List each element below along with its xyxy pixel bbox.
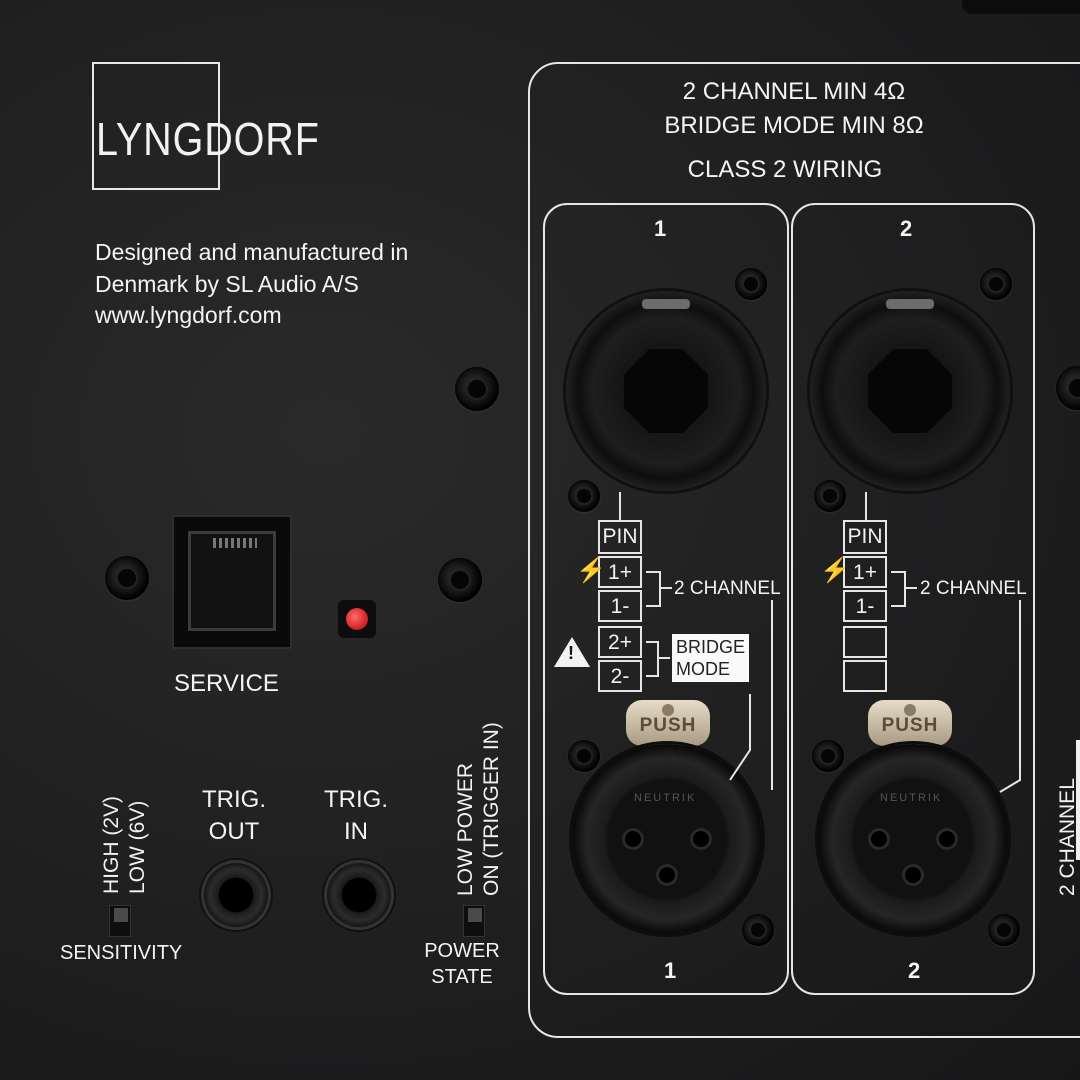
spec-line-1: 2 CHANNEL MIN 4Ω <box>682 78 906 105</box>
info-line-1: Designed and manufactured in <box>95 239 409 265</box>
lightning-bolt-icon: ⚡ <box>576 557 606 584</box>
xlr-pin <box>902 864 924 886</box>
channel-1-xlr-push-latch[interactable]: PUSH <box>626 700 710 746</box>
channel-2-speakon-connector[interactable] <box>810 291 1010 491</box>
channel-1-frame <box>543 203 789 995</box>
screw-icon <box>568 480 600 512</box>
bridge-mode-line-1: BRIDGE <box>676 637 746 657</box>
channel-1-top-number: 1 <box>654 216 667 241</box>
spec-line-2: BRIDGE MODE MIN 8Ω <box>664 112 924 139</box>
pin-cell: 2- <box>598 660 642 692</box>
trigger-in-jack[interactable] <box>324 860 394 930</box>
warning-triangle-icon: ! <box>554 637 590 667</box>
trig-in-label-1: TRIG. <box>324 786 388 813</box>
rj45-pins <box>213 538 257 548</box>
sensitivity-label: SENSITIVITY <box>60 942 183 964</box>
channel-2-xlr-connector[interactable]: NEUTRIK <box>818 744 1008 934</box>
screw-icon <box>438 558 482 602</box>
xlr-pin <box>622 828 644 850</box>
speakon-latch <box>642 299 690 309</box>
trig-out-label-2: OUT <box>208 818 260 845</box>
right-edge-label-strip <box>1076 740 1080 860</box>
xlr-pin <box>690 828 712 850</box>
speakon-latch <box>886 299 934 309</box>
screw-icon <box>988 914 1020 946</box>
logo-right: DORF <box>204 113 320 165</box>
service-port[interactable] <box>172 515 292 649</box>
xlr-pin <box>936 828 958 850</box>
trigger-out-jack[interactable] <box>201 860 271 930</box>
screw-icon <box>812 740 844 772</box>
speakon-core <box>624 349 708 433</box>
status-led <box>338 600 376 638</box>
pin-cell: 1+ <box>598 556 642 588</box>
connector-brand: NEUTRIK <box>634 792 697 804</box>
pin-cell: 1- <box>843 590 887 622</box>
screw-icon <box>105 556 149 600</box>
lightning-bolt-icon: ⚡ <box>820 557 850 584</box>
rj45-socket <box>188 531 276 631</box>
channel-2-two-channel-label: 2 CHANNEL <box>920 578 1027 599</box>
channel-1-bottom-number: 1 <box>664 958 677 983</box>
screw-icon <box>814 480 846 512</box>
channel-1-speakon-connector[interactable] <box>566 291 766 491</box>
service-label: SERVICE <box>174 670 279 697</box>
channel-1-xlr-connector[interactable]: NEUTRIK <box>572 744 762 934</box>
power-state-label-1: POWER <box>424 940 500 962</box>
logo: LYNGDORF <box>96 112 320 166</box>
trig-out-label-1: TRIG. <box>202 786 266 813</box>
pin-cell-empty <box>843 660 887 692</box>
bridge-mode-line-2: MODE <box>676 659 730 679</box>
pin-cell: 2+ <box>598 626 642 658</box>
pin-header-cell: PIN <box>598 520 642 554</box>
channel-1-two-channel-label: 2 CHANNEL <box>674 578 781 599</box>
top-edge-handle <box>962 0 1080 14</box>
xlr-pin <box>656 864 678 886</box>
trig-in-label-2: IN <box>344 818 368 845</box>
pin-header-cell: PIN <box>843 520 887 554</box>
screw-icon <box>568 740 600 772</box>
pin-cell-empty <box>843 626 887 658</box>
channel-2-top-number: 2 <box>900 216 913 241</box>
channel-2-frame <box>791 203 1035 995</box>
info-line-2: Denmark by SL Audio A/S <box>95 271 359 297</box>
logo-left: LYNG <box>96 113 205 165</box>
channel-2-bottom-number: 2 <box>908 958 921 983</box>
screw-icon <box>980 268 1012 300</box>
screw-icon <box>735 268 767 300</box>
pin-cell: 1- <box>598 590 642 622</box>
logo-frame <box>92 62 220 190</box>
pin-cell: 1+ <box>843 556 887 588</box>
speakon-core <box>868 349 952 433</box>
xlr-pin <box>868 828 890 850</box>
channel-2-xlr-push-latch[interactable]: PUSH <box>868 700 952 746</box>
power-state-label-2: STATE <box>431 966 493 988</box>
screw-icon <box>742 914 774 946</box>
output-panel-frame <box>528 62 1080 1038</box>
connector-brand: NEUTRIK <box>880 792 943 804</box>
screw-icon <box>455 367 499 411</box>
info-line-3: www.lyngdorf.com <box>95 302 282 328</box>
spec-line-3: CLASS 2 WIRING <box>687 156 883 183</box>
